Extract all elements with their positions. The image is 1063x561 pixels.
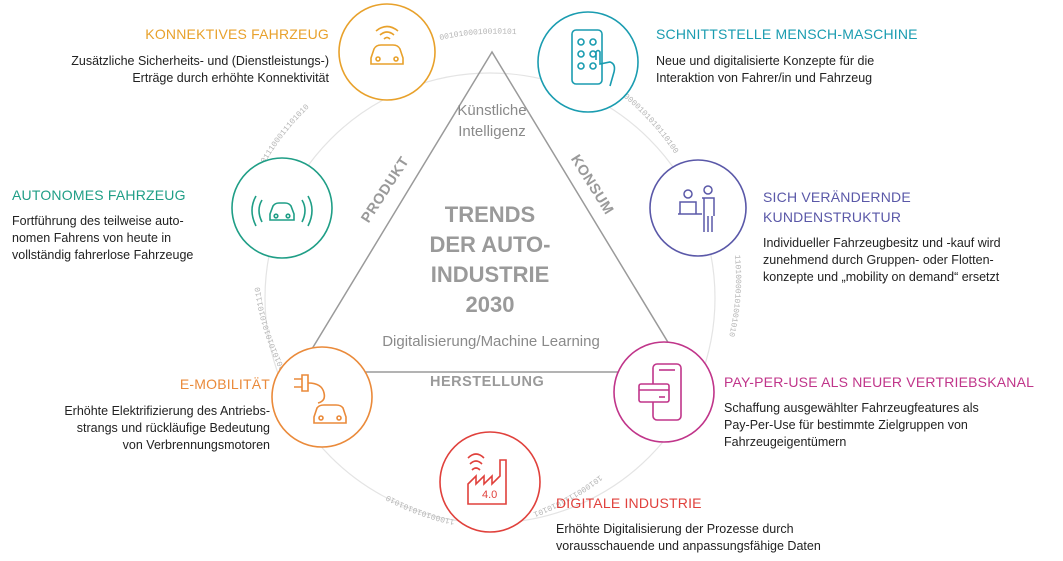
- center-title-line: DER AUTO-: [429, 232, 551, 257]
- factory-icon: 4.0: [467, 453, 507, 505]
- desc-line: Erträge durch erhöhte Konnektivität: [132, 71, 329, 85]
- desc-line: Neue und digitalisierte Konzepte für die: [656, 54, 875, 68]
- factory-label: 4.0: [482, 489, 497, 501]
- desc-line: Zusätzliche Sicherheits- und (Dienstleis…: [71, 54, 329, 68]
- desc-line: strangs und rückläufige Bedeutung: [76, 421, 270, 435]
- node-title-industrie: DIGITALE INDUSTRIE: [556, 495, 702, 511]
- node-circle-industrie: [439, 431, 541, 533]
- desc-line: vorausschauende und anpassungsfähige Dat…: [556, 539, 821, 553]
- desc-line: Schaffung ausgewählter Fahrzeugfeatures …: [724, 401, 979, 415]
- desc-line: Fahrzeugeigentümern: [724, 435, 847, 449]
- desc-line: konzepte und „mobility on demand“ ersetz…: [763, 270, 1000, 284]
- node-title-hmi: SCHNITTSTELLE MENSCH-MASCHINE: [656, 26, 918, 42]
- node-title-kunden: SICH VERÄNDERNDE KUNDENSTRUKTUR: [763, 189, 911, 225]
- desc-line: nomen Fahrens von heute in: [12, 231, 172, 245]
- touchscreen-hand-icon: [571, 29, 616, 87]
- digitalization-label: Digitalisierung/Machine Learning: [382, 333, 600, 350]
- phone-card-icon: [638, 363, 682, 421]
- ai-label: Künstliche Intelligenz: [457, 102, 527, 140]
- desc-line: zunehmend durch Gruppen- oder Flotten-: [763, 253, 994, 267]
- people-icon: [678, 185, 715, 232]
- desc-line: Pay-Per-Use für bestimmte Zielgruppen vo…: [724, 418, 968, 432]
- node-title-autonom: AUTONOMES FAHRZEUG: [12, 187, 186, 203]
- desc-line: Erhöhte Elektrifizierung des Antriebs-: [64, 404, 270, 418]
- node-circle-autonom: [231, 157, 333, 259]
- node-title-payperuse: PAY-PER-USE ALS NEUER VERTRIEBSKANAL: [724, 374, 1035, 390]
- node-desc-emob: Erhöhte Elektrifizierung des Antriebs- s…: [64, 403, 270, 454]
- node-desc-autonom: Fortführung des teilweise auto- nomen Fa…: [12, 213, 193, 264]
- node-desc-payperuse: Schaffung ausgewählter Fahrzeugfeatures …: [724, 400, 979, 451]
- node-circle-emob: [271, 346, 373, 448]
- desc-line: Erhöhte Digitalisierung der Prozesse dur…: [556, 522, 794, 536]
- node-title-emob: E-MOBILITÄT: [179, 376, 270, 392]
- autonomous-car-icon: [251, 195, 313, 227]
- electric-car-icon: [294, 374, 347, 424]
- center-title-line: INDUSTRIE: [430, 262, 550, 287]
- center-title-line: 2030: [465, 292, 515, 317]
- central-triangle: [296, 50, 688, 373]
- node-desc-hmi: Neue und digitalisierte Konzepte für die…: [656, 53, 874, 87]
- node-desc-industrie: Erhöhte Digitalisierung der Prozesse dur…: [556, 521, 821, 555]
- node-circle-konnektiv: [338, 3, 436, 101]
- side-label-herstellung: HERSTELLUNG: [430, 374, 545, 390]
- node-circle-kunden: [649, 159, 747, 257]
- node-title-konnektiv: KONNEKTIVES FAHRZEUG: [145, 26, 329, 42]
- connected-car-icon: [370, 25, 404, 65]
- desc-line: Fortführung des teilweise auto-: [12, 214, 184, 228]
- center-title: TRENDS DER AUTO- INDUSTRIE 2030: [380, 200, 600, 320]
- center-title-line: TRENDS: [444, 202, 536, 227]
- node-desc-konnektiv: Zusätzliche Sicherheits- und (Dienstleis…: [71, 53, 329, 87]
- desc-line: vollständig fahrerlose Fahrzeuge: [12, 248, 194, 262]
- desc-line: Interaktion von Fahrer/in und Fahrzeug: [656, 71, 873, 85]
- node-desc-kunden: Individueller Fahrzeugbesitz und -kauf w…: [763, 235, 1001, 286]
- desc-line: von Verbrennungsmotoren: [122, 438, 270, 452]
- binary-arc-top: 0010100010010101: [439, 28, 517, 43]
- node-circle-hmi: [537, 11, 639, 113]
- binary-arc-right-lower: 11010000101001010: [726, 255, 742, 338]
- desc-line: Individueller Fahrzeugbesitz und -kauf w…: [763, 236, 1001, 250]
